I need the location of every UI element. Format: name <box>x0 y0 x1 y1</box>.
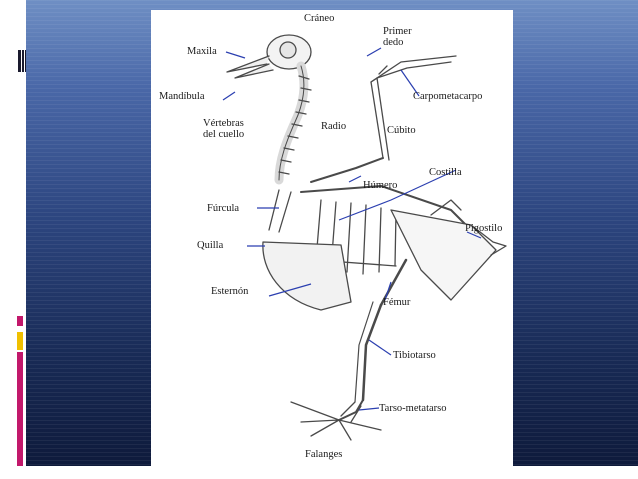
label-costilla: Costilla <box>429 167 462 178</box>
label-primer-dedo-line2: dedo <box>383 37 404 48</box>
label-carpometacarpo: Carpometacarpo <box>413 91 483 102</box>
skeleton-figure-panel: Cráneo Primer dedo Maxila Mandíbula Carp… <box>151 10 513 466</box>
label-craneo: Cráneo <box>304 13 335 24</box>
decor-pink-bar <box>17 352 23 466</box>
label-femur: Fémur <box>383 297 411 308</box>
label-radio: Radio <box>321 121 347 132</box>
label-tarso-metatarso: Tarso-metatarso <box>379 403 447 414</box>
label-furcula: Fúrcula <box>207 203 240 214</box>
label-tibiotarso: Tibiotarso <box>393 350 436 361</box>
label-esternon: Esternón <box>211 286 249 297</box>
label-humero: Húmero <box>363 180 398 191</box>
label-primer-dedo-line1: Primer <box>383 26 412 37</box>
label-quilla: Quilla <box>197 240 224 251</box>
bird-skeleton-drawing <box>222 34 507 441</box>
bottom-margin-bar <box>0 466 638 479</box>
leader-lines <box>222 47 482 411</box>
decor-pink-mark <box>17 316 23 326</box>
decor-yellow-mark <box>17 332 23 350</box>
label-cubito: Cúbito <box>387 125 416 136</box>
label-falanges: Falanges <box>305 449 343 460</box>
label-mandibula: Mandíbula <box>159 91 205 102</box>
label-vertebras-line2: del cuello <box>203 129 245 140</box>
decor-mark <box>22 50 24 72</box>
decor-mark <box>25 50 26 72</box>
label-maxila: Maxila <box>187 46 217 57</box>
label-vertebras-line1: Vértebras <box>203 118 244 129</box>
decor-mark <box>18 50 21 72</box>
label-pigostilo: Pigostilo <box>465 223 503 234</box>
